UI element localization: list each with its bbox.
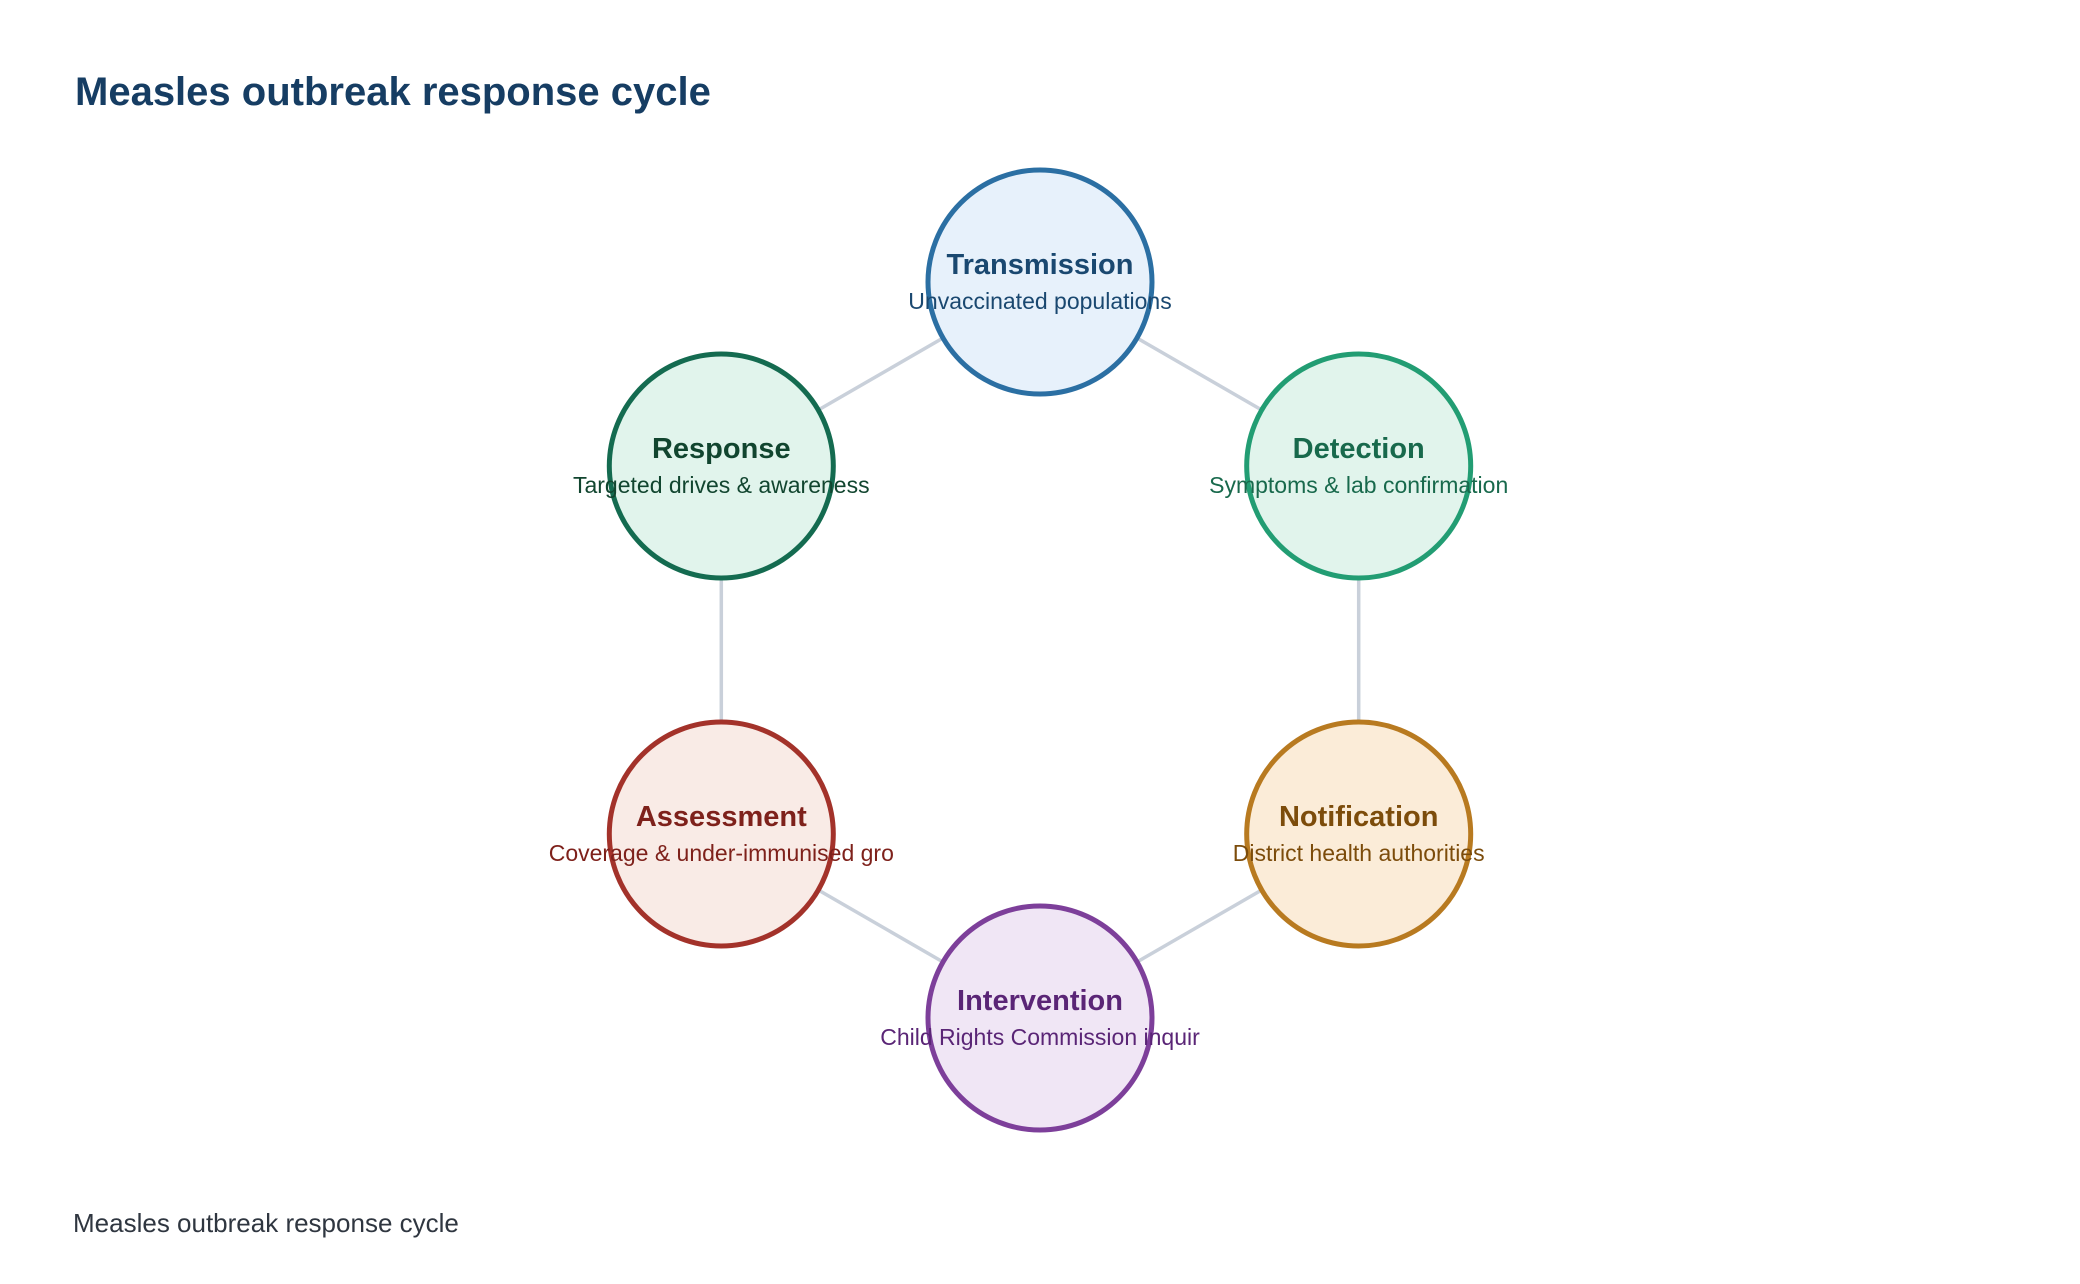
node-circle-intervention <box>925 903 1155 1133</box>
node-subtitle-intervention: Child Rights Commission inquir <box>880 1024 1200 1050</box>
connector-intervention-assessment <box>817 888 944 964</box>
node-title-assessment: Assessment <box>636 801 807 833</box>
node-title-response: Response <box>652 433 791 465</box>
node-subtitle-assessment: Coverage & under-immunised gro <box>549 840 894 866</box>
node-subtitle-detection: Symptoms & lab confirmation <box>1209 472 1508 498</box>
node-circle-detection <box>1244 351 1474 581</box>
connectors <box>719 336 1361 964</box>
node-title-transmission: Transmission <box>947 249 1134 281</box>
connector-notification-intervention <box>1136 888 1263 964</box>
node-title-notification: Notification <box>1279 801 1439 833</box>
node-circle-notification <box>1244 719 1474 949</box>
node-subtitle-response: Targeted drives & awareness <box>573 472 870 498</box>
connector-transmission-detection <box>1136 336 1263 412</box>
node-circle-transmission <box>925 167 1155 397</box>
node-subtitle-transmission: Unvaccinated populations <box>908 288 1171 314</box>
page-title: Measles outbreak response cycle <box>75 70 711 114</box>
node-title-intervention: Intervention <box>957 985 1123 1017</box>
figure-caption: Measles outbreak response cycle <box>73 1208 459 1238</box>
node-circle-response <box>606 351 836 581</box>
connector-response-transmission <box>817 336 944 412</box>
node-subtitle-notification: District health authorities <box>1233 840 1485 866</box>
node-circle-assessment <box>606 719 836 949</box>
node-title-detection: Detection <box>1293 433 1425 465</box>
